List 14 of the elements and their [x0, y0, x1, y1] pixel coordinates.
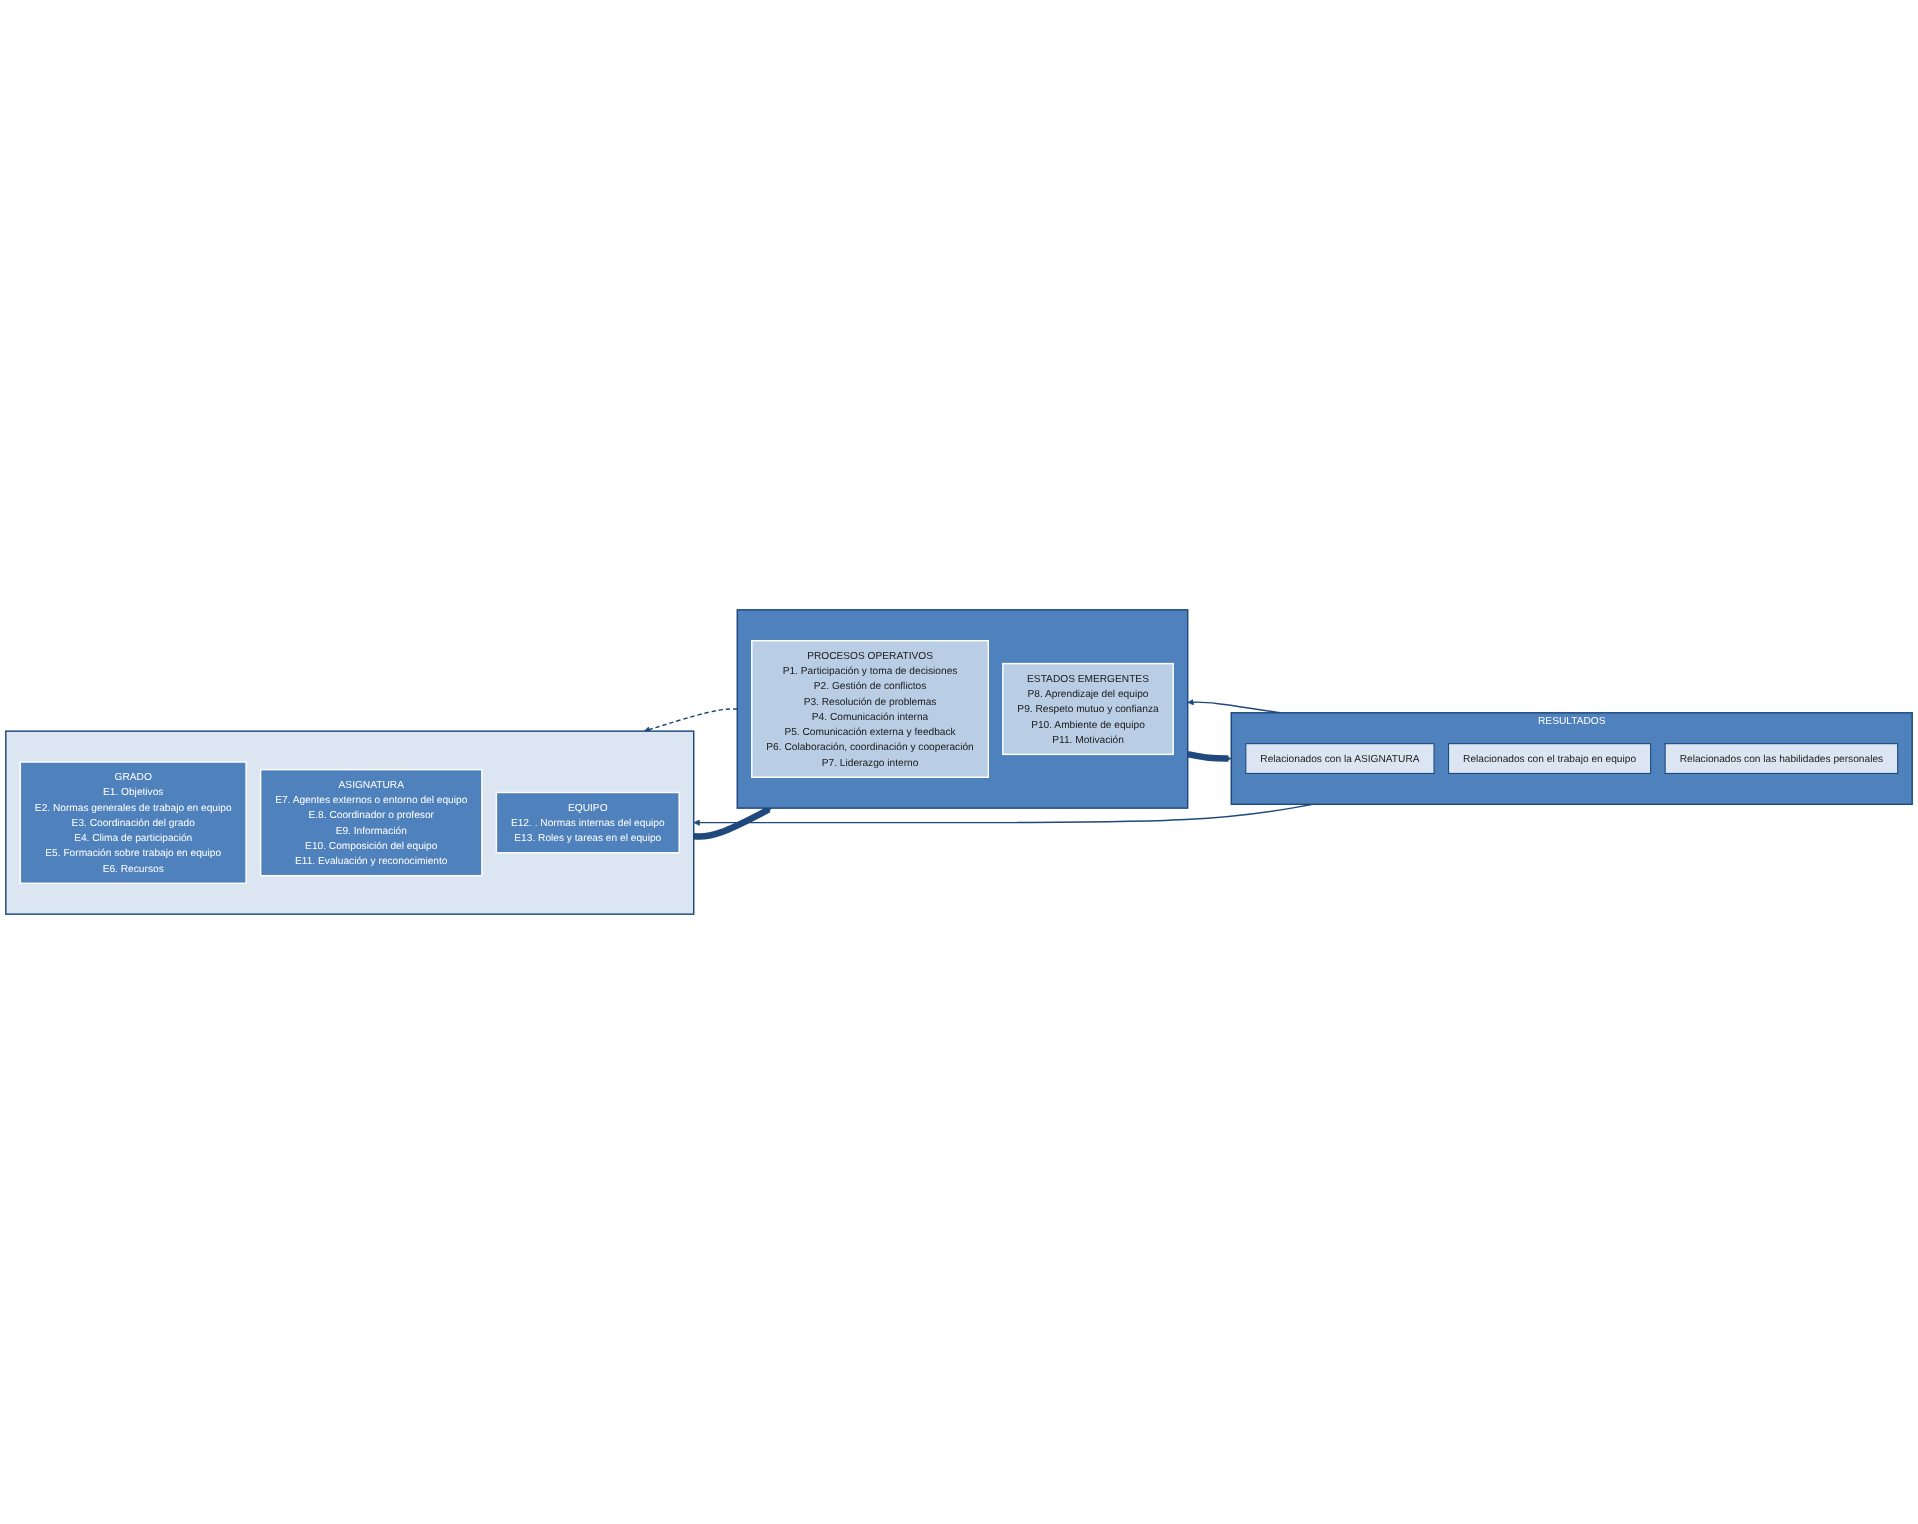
- node-box: [1448, 743, 1652, 774]
- cluster: [736, 609, 1189, 809]
- arrow: [643, 708, 738, 733]
- cluster: [5, 730, 695, 915]
- node-box: [495, 791, 680, 854]
- node-box: [1245, 743, 1435, 774]
- node-box: [751, 640, 990, 778]
- cluster: [1230, 712, 1913, 806]
- node-box: [1664, 743, 1899, 774]
- arrow: [693, 806, 772, 840]
- node-box: [259, 768, 483, 877]
- node-box: [19, 761, 247, 884]
- node-box: [1002, 662, 1174, 756]
- arrow: [1187, 750, 1232, 762]
